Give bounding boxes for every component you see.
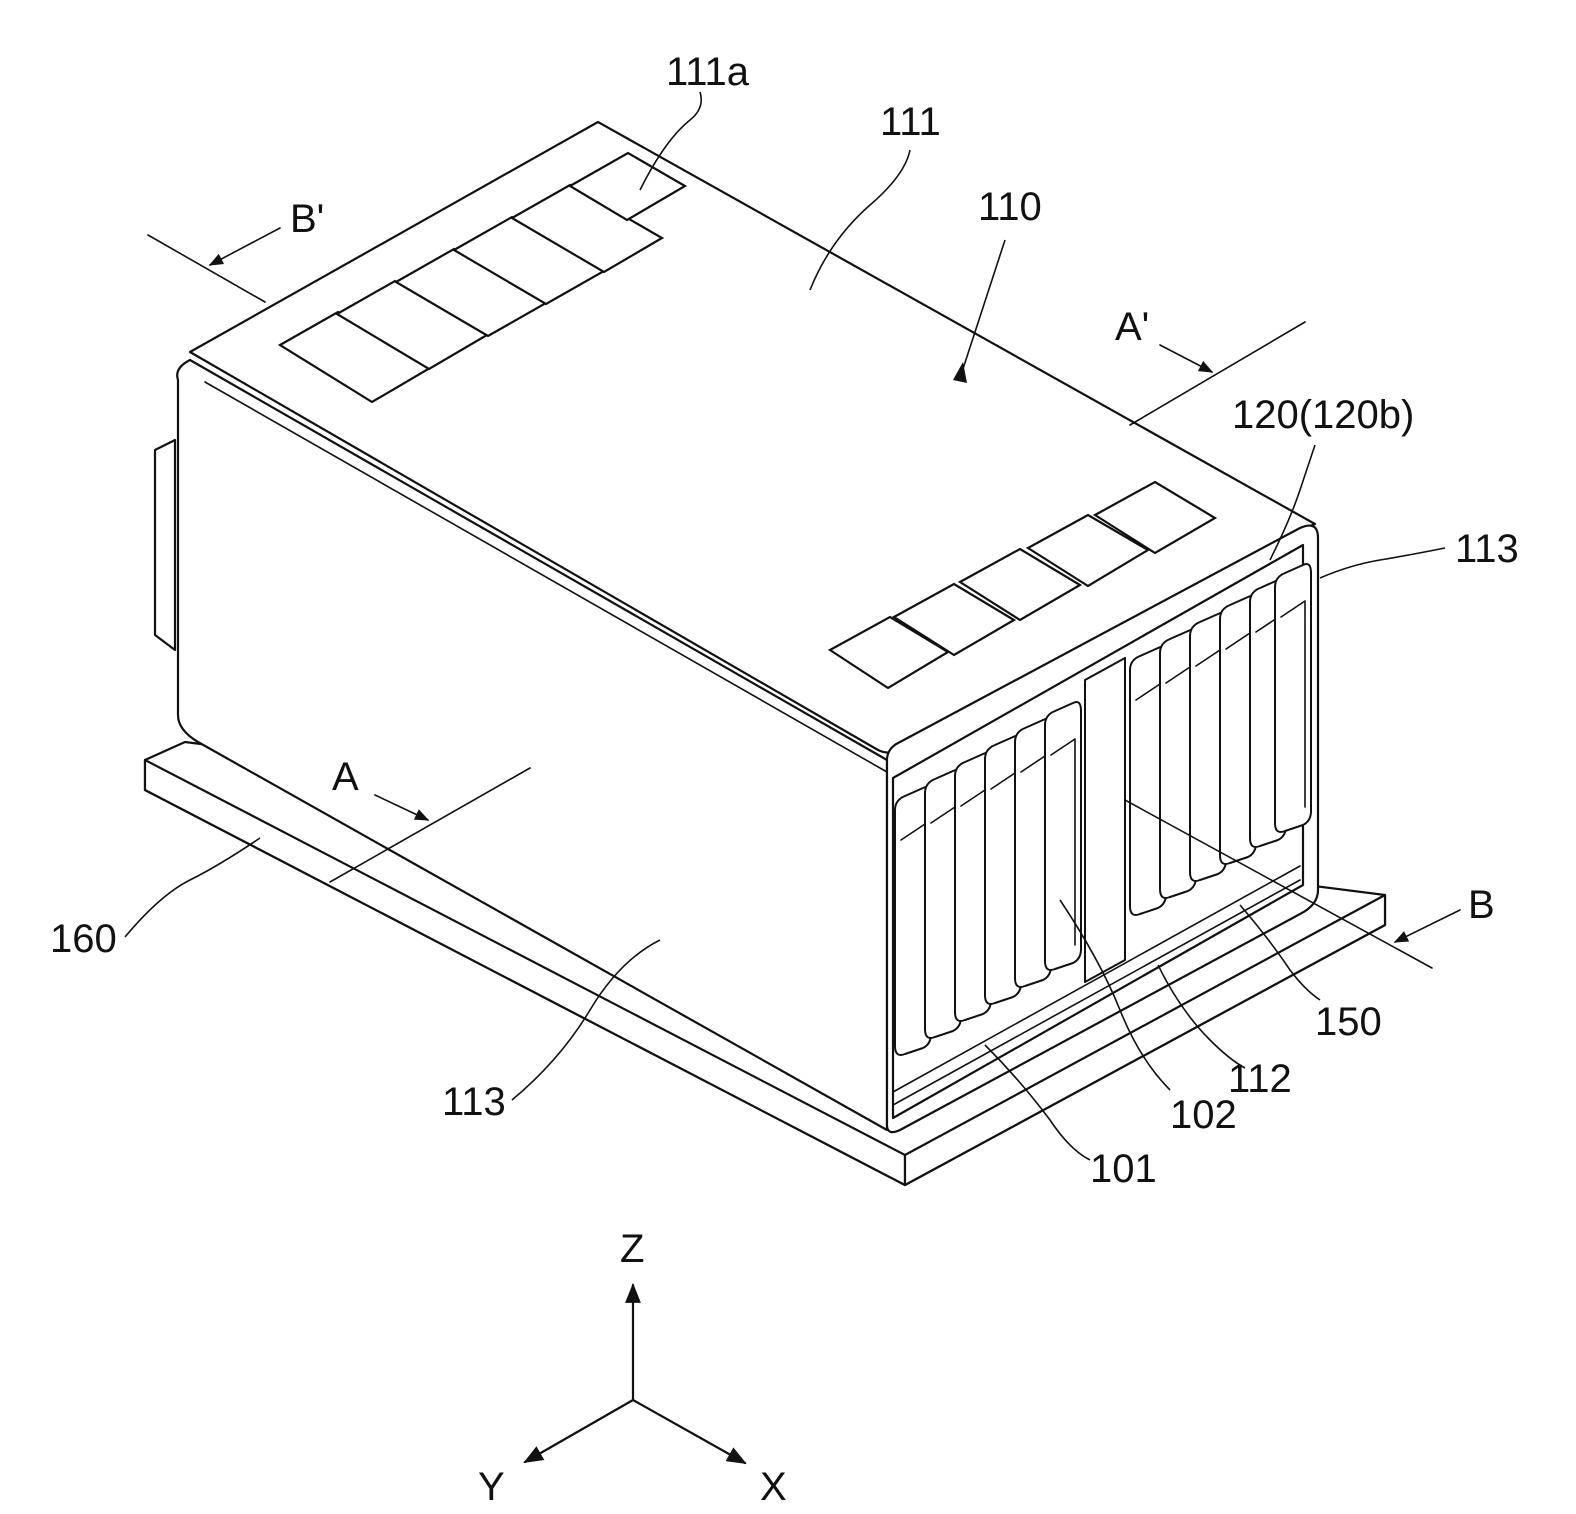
- axis-indicator: Z X Y: [478, 1227, 787, 1509]
- housing: [155, 122, 1318, 1132]
- label-160: 160: [50, 917, 117, 961]
- x-axis: [633, 1400, 745, 1463]
- axis-label-x: X: [760, 1465, 787, 1509]
- label-101: 101: [1090, 1147, 1157, 1191]
- label-b: B: [1468, 883, 1495, 927]
- label-110: 110: [978, 185, 1042, 229]
- axis-label-z: Z: [620, 1227, 644, 1271]
- label-150: 150: [1315, 1000, 1382, 1044]
- label-102: 102: [1170, 1093, 1237, 1137]
- label-113-right: 113: [1455, 527, 1519, 571]
- label-111a: 111a: [666, 50, 750, 94]
- divider: [1085, 658, 1125, 982]
- y-axis: [525, 1400, 633, 1462]
- label-120: 120(120b): [1232, 393, 1414, 437]
- axis-label-y: Y: [478, 1465, 505, 1509]
- side-flange: [155, 440, 175, 650]
- label-113-front: 113: [442, 1080, 506, 1124]
- label-b-prime: B': [290, 197, 324, 241]
- label-a: A: [332, 755, 359, 799]
- label-111: 111: [880, 100, 941, 144]
- label-a-prime: A': [1115, 305, 1149, 349]
- label-112: 112: [1228, 1057, 1292, 1101]
